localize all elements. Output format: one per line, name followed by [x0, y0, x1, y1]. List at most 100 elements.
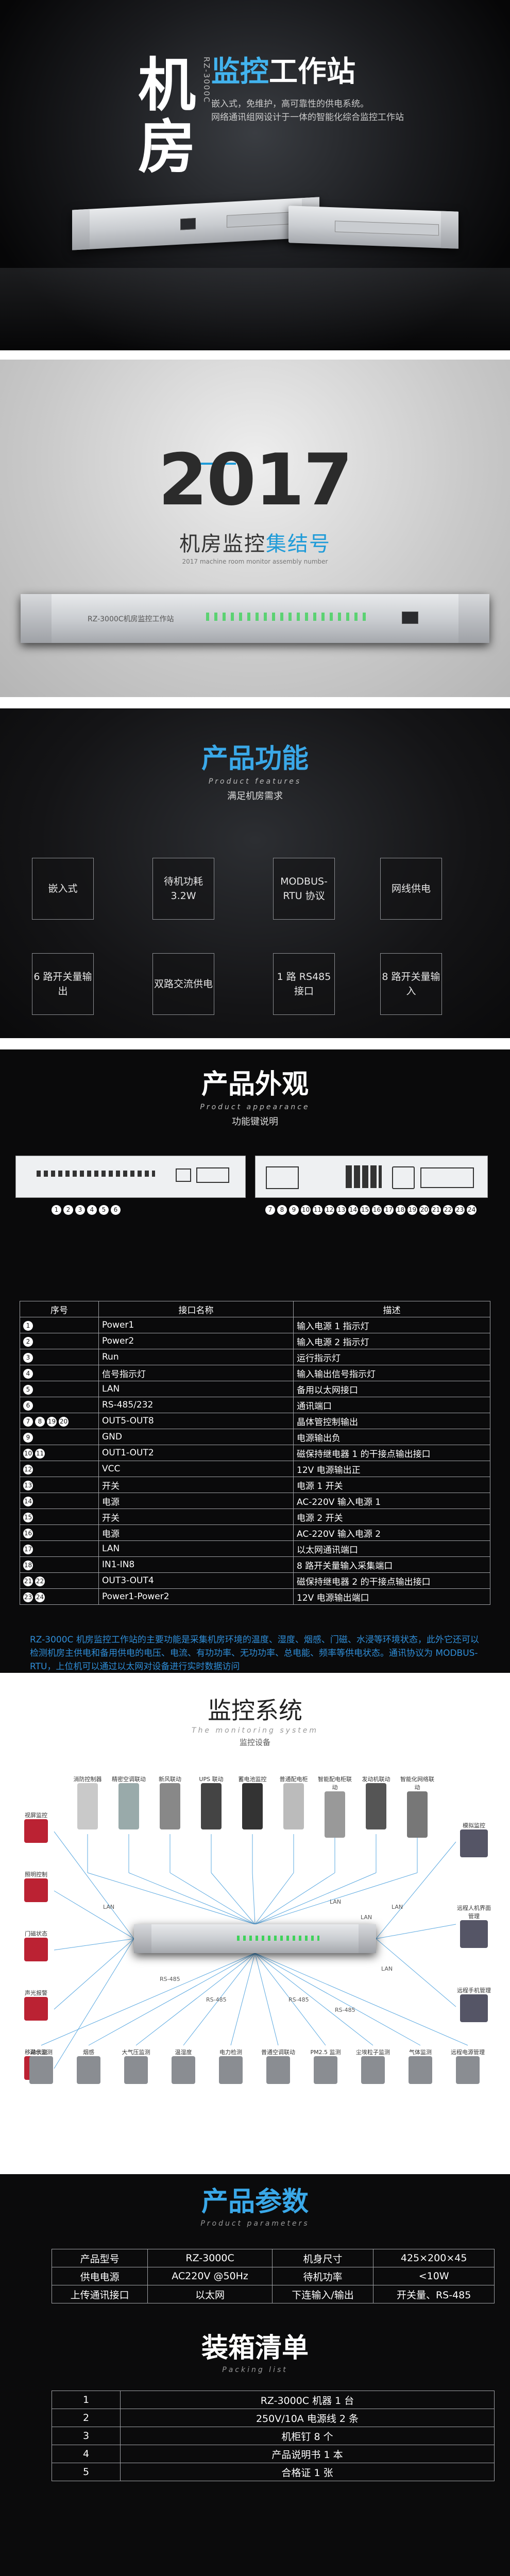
- row-numbers: 12: [20, 1461, 99, 1477]
- monitor-node: 电力检测: [213, 2048, 249, 2086]
- hero-title-rest: 工作站: [269, 55, 355, 89]
- wire: [211, 1872, 256, 1925]
- link-label: LAN: [392, 1904, 403, 1910]
- packing-cell: 合格证 1 张: [120, 2463, 495, 2481]
- node-label: 尘埃粒子监测: [356, 2049, 390, 2056]
- row-number-badge: 15: [23, 1512, 33, 1522]
- interface-name: Power1: [98, 1317, 294, 1333]
- param-cell: 上传通讯接口: [51, 2285, 148, 2303]
- interface-name: 电源: [98, 1524, 294, 1541]
- monitor-node: 视屏监控: [18, 1811, 54, 1845]
- callout-number: 20: [419, 1205, 429, 1215]
- wire: [254, 1872, 377, 1925]
- interface-desc: AC-220V 输入电源 2: [293, 1524, 490, 1541]
- monitor-node: 智能化网络联动: [399, 1775, 435, 1840]
- interface-desc: 电源 2 开关: [293, 1509, 490, 1525]
- row-number-badge: 9: [23, 1432, 33, 1443]
- callout-number: 16: [372, 1205, 382, 1215]
- row-numbers: 9: [20, 1429, 99, 1445]
- packing-title: 装箱清单: [201, 2333, 309, 2364]
- wire: [169, 1872, 256, 1925]
- wire: [254, 1953, 279, 2046]
- device-icon: [201, 1783, 222, 1829]
- monitor-node: 大气压监测: [118, 2048, 154, 2086]
- interface-desc: 12V 电源输出正: [293, 1461, 490, 1477]
- device-icon: [266, 2056, 290, 2084]
- callout-number: 6: [111, 1205, 121, 1215]
- monitor-node: 漏水监测: [23, 2048, 59, 2086]
- year-section: 2017 机房监控集结号 2017 machine room monitor a…: [0, 360, 510, 697]
- feature-box: 6 路开关量输出: [32, 953, 94, 1015]
- hero-tagline-1: 嵌入式，免维护，高可靠性的供电系统。: [211, 99, 369, 109]
- callout-number: 19: [407, 1205, 417, 1215]
- callout-number: 22: [443, 1205, 453, 1215]
- hero-section: 机 房 RZ-3000C 监控工作站 嵌入式，免维护，高可靠性的供电系统。 网络…: [0, 0, 510, 350]
- device-icon: [409, 2056, 432, 2084]
- param-cell: <10W: [373, 2267, 495, 2285]
- device-icon: [124, 2056, 148, 2084]
- row-number-badge: 24: [35, 1592, 45, 1602]
- wire: [54, 1938, 134, 2010]
- row-numbers: 13: [20, 1477, 99, 1493]
- callout-number: 7: [265, 1205, 275, 1215]
- wire: [254, 1872, 335, 1925]
- device-icon: [460, 1994, 488, 2022]
- interface-name: Run: [98, 1349, 294, 1365]
- row-numbers: 3: [20, 1349, 99, 1365]
- device-icon: [172, 2056, 195, 2084]
- link-label: RS-485: [288, 1996, 309, 2003]
- node-label: 气体监测: [409, 2049, 432, 2056]
- interface-name: OUT1-OUT2: [98, 1445, 294, 1461]
- node-label: 消防控制器: [73, 1776, 102, 1783]
- interface-desc: 磁保持继电器 2 的干接点输出接口: [293, 1572, 490, 1589]
- section-gap: [0, 1038, 510, 1049]
- wire: [54, 1831, 134, 1939]
- node-label: 普通配电柜: [279, 1776, 308, 1783]
- node-label: 新风联动: [159, 1776, 181, 1783]
- row-number-badge: 19: [47, 1416, 57, 1427]
- interface-name: OUT3-OUT4: [98, 1572, 294, 1589]
- row-number-badge: 17: [23, 1544, 33, 1554]
- callout-number: 18: [396, 1205, 405, 1215]
- interface-desc: AC-220V 输入电源 1: [293, 1493, 490, 1509]
- device-icon: [361, 2056, 385, 2084]
- callout-number: 9: [289, 1205, 299, 1215]
- wire: [376, 1841, 456, 1939]
- interface-desc: 输入电源 1 指示灯: [293, 1317, 490, 1333]
- link-label: LAN: [330, 1899, 342, 1905]
- wire: [252, 1872, 256, 1925]
- row-number-badge: 7: [23, 1416, 33, 1427]
- monitor-node: 温湿度: [165, 2048, 201, 2086]
- param-cell: 待机功率: [271, 2267, 374, 2285]
- interface-name: VCC: [98, 1461, 294, 1477]
- monitor-node: 远程人机界面管理: [456, 1904, 492, 1950]
- callout-number: 3: [75, 1205, 85, 1215]
- param-cell: 开关量、RS-485: [373, 2285, 495, 2303]
- interface-desc: 晶体管控制输出: [293, 1413, 490, 1429]
- interface-desc: 输入电源 2 指示灯: [293, 1333, 490, 1349]
- rear-panel-diagram: [255, 1156, 488, 1198]
- device-icon: [118, 1783, 139, 1829]
- feature-box: MODBUS-RTU 协议: [273, 858, 335, 920]
- monitor-node: 照明控制: [18, 1870, 54, 1904]
- year-accent-bar: [195, 463, 236, 465]
- row-number-badge: 10: [23, 1448, 33, 1459]
- row-number-badge: 12: [23, 1464, 33, 1475]
- row-numbers: 4: [20, 1365, 99, 1381]
